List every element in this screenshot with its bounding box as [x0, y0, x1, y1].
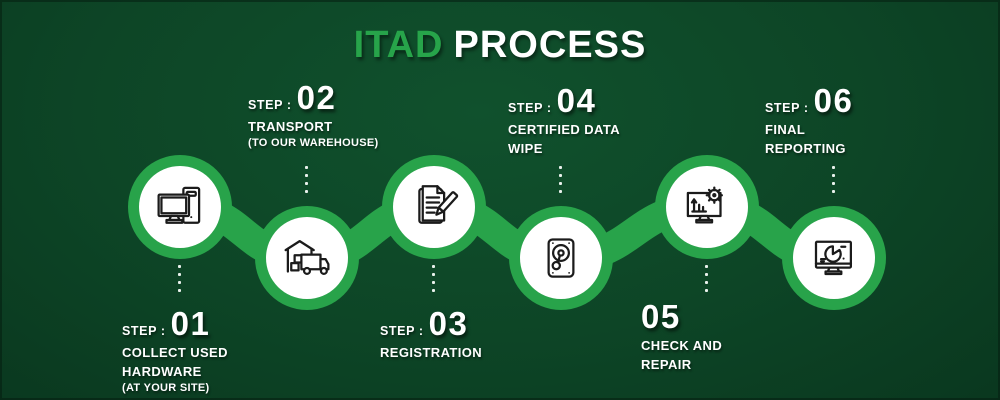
title-itad: ITAD: [353, 24, 444, 66]
step-title-line: CHECK AND: [641, 338, 723, 354]
step-1-heading: STEP : 01: [122, 305, 228, 342]
step-5-heading: 05: [641, 298, 722, 335]
desktop-computer-icon: [153, 180, 207, 234]
step-title-line: REPAIR: [641, 357, 692, 373]
step-subline: (AT YOUR SITE): [122, 382, 210, 395]
step-title-line: WIPE: [508, 141, 543, 157]
monitor-pie-chart-icon: [807, 231, 861, 285]
step-prefix: STEP :: [380, 324, 424, 338]
step-prefix: STEP :: [248, 98, 292, 112]
dotted-connector: [431, 265, 435, 292]
step-title-line: HARDWARE: [122, 364, 202, 380]
monitor-gear-icon: [680, 180, 734, 234]
hard-drive-icon: [534, 231, 588, 285]
step-3-heading: STEP : 03: [380, 305, 482, 342]
step-number: 03: [428, 305, 469, 342]
step-number: 02: [296, 79, 337, 116]
step-title-line: REGISTRATION: [380, 345, 483, 361]
dotted-connector: [177, 265, 181, 292]
step-2-heading: STEP : 02: [248, 79, 378, 116]
step-title-line: CERTIFIED DATA: [508, 122, 620, 138]
step-title-line: TRANSPORT: [248, 119, 333, 135]
step-2-label: STEP : 02 TRANSPORT (TO OUR WAREHOUSE): [248, 79, 379, 151]
step-1-label: STEP : 01 COLLECT USED HARDWARE (AT YOUR…: [122, 305, 228, 395]
dotted-connector: [558, 166, 562, 193]
step-4-heading: STEP : 04: [508, 82, 620, 119]
step-prefix: STEP :: [122, 324, 166, 338]
step-number: 05: [641, 298, 681, 335]
step-prefix: STEP :: [765, 101, 809, 115]
step-3-label: STEP : 03 REGISTRATION: [380, 305, 483, 362]
step-title-line: COLLECT USED: [122, 345, 228, 361]
step-title-line: FINAL: [765, 122, 806, 138]
dotted-connector: [304, 166, 308, 193]
step-number: 04: [556, 82, 597, 119]
step-prefix: STEP :: [508, 101, 552, 115]
dotted-connector: [831, 166, 835, 193]
step-6-label: STEP : 06 FINAL REPORTING: [765, 82, 854, 158]
step-4-label: STEP : 04 CERTIFIED DATA WIPE: [508, 82, 620, 158]
step-title-line: REPORTING: [765, 141, 846, 157]
step-5-label: 05 CHECK AND REPAIR: [641, 298, 723, 374]
document-pencil-icon: [407, 180, 461, 234]
dotted-connector: [704, 265, 708, 292]
warehouse-truck-icon: [280, 231, 334, 285]
step-6-heading: STEP : 06: [765, 82, 854, 119]
title-process: PROCESS: [453, 24, 647, 66]
step-number: 01: [170, 305, 211, 342]
step-number: 06: [813, 82, 854, 119]
step-subline: (TO OUR WAREHOUSE): [248, 137, 379, 150]
